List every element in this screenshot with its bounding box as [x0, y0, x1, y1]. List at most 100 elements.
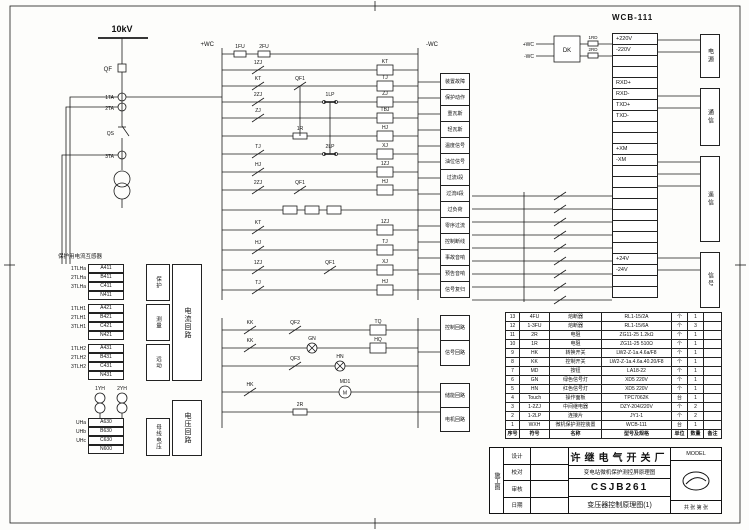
terminal-tag: 1TLH2 — [70, 345, 86, 352]
bom-cell-name: 红色信号灯 — [549, 384, 602, 394]
bom-cell-name: 控制开关 — [549, 357, 602, 367]
bom-cell-name: 连接片 — [549, 411, 602, 421]
bom-cell-spec: WCB-111 — [601, 420, 672, 430]
component-label: 1ZJ — [381, 161, 390, 167]
unit-model-title: WCB-111 — [612, 13, 654, 22]
circuit-use-box: 测量 — [146, 304, 170, 341]
voltage-circuit-box: 电压回路 — [172, 400, 202, 456]
bom-row: 5 HN 红色信号灯 XD5 220V 个 1 — [505, 384, 722, 394]
bom-cell-qty: 1 — [687, 348, 704, 358]
signal-box: 轻瓦斯 — [440, 121, 470, 138]
terminal-tag: 1TLH1 — [70, 305, 86, 312]
bom-cell-unit: 个 — [671, 312, 688, 322]
bom-cell-no: 1 — [505, 420, 520, 430]
bom-cell-symbol: WXH — [519, 420, 550, 430]
terminal-row: UHc C630 — [56, 435, 124, 445]
bom-cell-no: 8 — [505, 357, 520, 367]
signature-value — [531, 481, 568, 497]
terminal-row: UHa A630 — [56, 417, 124, 427]
bom-cell-note — [703, 321, 722, 331]
bom-cell-unit: 个 — [671, 321, 688, 331]
terminal-tag: UHc — [76, 437, 86, 444]
bom-cell-no: 10 — [505, 339, 520, 349]
bom-cell-symbol: KK — [519, 357, 550, 367]
component-label: KK — [247, 320, 254, 326]
terminal-code: N431 — [88, 370, 124, 380]
signature-value — [531, 448, 568, 464]
terminal-code: A630 — [88, 417, 124, 427]
component-label: TJ — [255, 280, 261, 286]
bom-cell-no: 12 — [505, 321, 520, 331]
ct1-label: 1TA — [105, 95, 114, 101]
bom-cell-unit: 个 — [671, 366, 688, 376]
bom-cell-note — [703, 411, 722, 421]
motor-box: 电机回路 — [440, 407, 470, 432]
terminal-code: N421 — [88, 330, 124, 340]
motor-symbol-letter: M — [343, 391, 347, 397]
component-label: HQ — [374, 337, 382, 343]
bom-cell-no: 4 — [505, 393, 520, 403]
component-label: MD1 — [340, 379, 351, 385]
terminal-code: N411 — [88, 290, 124, 300]
bom-cell-name: 微机保护测控装置 — [549, 420, 602, 430]
component-label: HN — [336, 354, 344, 360]
signal-box: 信号复归 — [440, 281, 470, 298]
terminal-tag: UHa — [75, 419, 86, 426]
component-label: 2ZJ — [254, 180, 263, 186]
bom-row: 11 2R 电阻 ZG11-25 1.2kΩ 个 1 — [505, 330, 722, 340]
bom-cell-note — [703, 348, 722, 358]
control-box: 控制回路 — [440, 315, 470, 341]
bom-cell-spec: JY1-1 — [601, 411, 672, 421]
bom-cell-unit: 个 — [671, 357, 688, 367]
terminal-row: 3TLHa C411 — [56, 281, 124, 291]
bom-cell-unit: 个 — [671, 375, 688, 385]
bom-cell-no: 13 — [505, 312, 520, 322]
bom-cell-spec: DZY-204/220V — [601, 402, 672, 412]
bom-cell-spec: LA18-22 — [601, 366, 672, 376]
title-block-right: MODEL 共 张 第 张 — [671, 448, 721, 513]
component-label: 1LP — [326, 92, 336, 98]
bom-cell-qty: 1 — [687, 384, 704, 394]
bom-cell-qty: 1 — [687, 366, 704, 376]
signature-value — [531, 498, 568, 514]
terminal-tag: 2TLH2 — [70, 354, 86, 361]
terminal-tag: UHb — [75, 428, 86, 435]
bom-cell-spec: RL1-15/6A — [601, 321, 672, 331]
ct3-label: 3TA — [105, 154, 114, 160]
terminal-code: B630 — [88, 426, 124, 436]
signal-box: 重瓦斯 — [440, 105, 470, 122]
terminal-tag: 3TLH1 — [70, 323, 86, 330]
signal-box: 温度信号 — [440, 137, 470, 154]
terminal-row: 3TLH2 C431 — [56, 361, 124, 371]
bom-cell-note — [703, 375, 722, 385]
bom-cell-unit: 个 — [671, 339, 688, 349]
bom-cell-qty: 1 — [687, 393, 704, 403]
terminal-code: A411 — [88, 263, 124, 273]
bom-cell-spec: XD5 220V — [601, 375, 672, 385]
bom-cell-name: 电阻 — [549, 330, 602, 340]
terminal-tag: 1TLHa — [70, 265, 86, 272]
bom-cell-name: 电阻 — [549, 339, 602, 349]
bom-cell-spec: XD5 220V — [601, 384, 672, 394]
terminal-row: 1TLH2 A431 — [56, 343, 124, 353]
component-label: 1R — [297, 126, 304, 132]
bom-header-row: 序号 符号 名称 型号及规格 单位 数量 备注 — [505, 429, 722, 439]
component-label: HJ — [255, 240, 262, 246]
supply-plus-label: +WC — [523, 42, 535, 48]
drawing-stage: 施工图 — [490, 448, 504, 513]
bom-cell-qty: 1 — [687, 375, 704, 385]
bom-cell-symbol: GN — [519, 375, 550, 385]
terminal-code: N600 — [88, 444, 124, 454]
bom-cell-symbol: 1R — [519, 339, 550, 349]
component-label: 1ZJ — [254, 260, 263, 266]
bom-cell-symbol: HN — [519, 384, 550, 394]
title-block: 施工图 设计 校对 审核 日期 许继电气开关厂 变电站微机保护测控屏原理图 CS… — [489, 447, 722, 514]
signature-label: 审核 — [504, 481, 531, 497]
bom-header: 备注 — [703, 429, 722, 439]
bom-cell-symbol: 1-2LP — [519, 411, 550, 421]
bom-row: 12 1-3FU 熔断器 RL1-15/6A 个 3 — [505, 321, 722, 331]
terminal-tag: 3TLHa — [70, 283, 86, 290]
signal-box: 保护动作 — [440, 89, 470, 106]
circuit-use-box: 母线电压 — [146, 418, 170, 456]
